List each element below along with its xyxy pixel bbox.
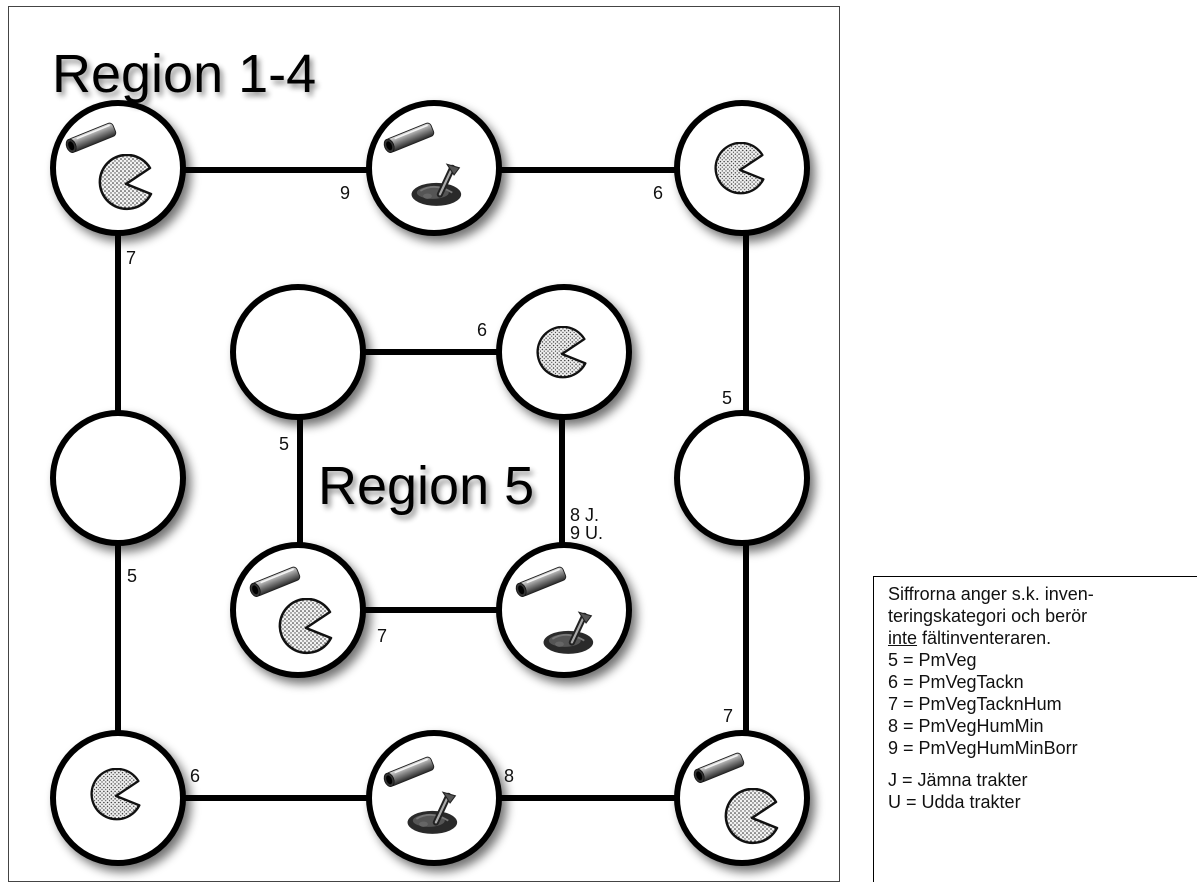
- inner-region-title: Region 5: [318, 456, 534, 516]
- plot-outer-top-right: [674, 100, 810, 236]
- legend-intro-line-2: teringskategori och berör: [888, 606, 1088, 626]
- plot-inner-bottom-right: [496, 542, 632, 678]
- legend-intro-underlined: inte: [888, 628, 918, 648]
- legend-intro-line-3: inte fältinventeraren.: [888, 627, 1197, 649]
- plot-outer-bottom-right: [674, 730, 810, 866]
- edge-label-outer-left-bottom: 5: [127, 566, 137, 586]
- legend-intro-rest: fältinventeraren.: [917, 628, 1052, 648]
- legend-box: Siffrorna anger s.k. inven- teringskateg…: [873, 576, 1197, 882]
- edge-label-inner-bottom: 7: [377, 626, 387, 646]
- legend-item: 7 = PmVegTacknHum: [888, 694, 1062, 714]
- legend-item: 8 = PmVegHumMin: [888, 716, 1044, 736]
- legend-intro-line-1: Siffrorna anger s.k. inven-: [888, 584, 1094, 604]
- edge-label-outer-bottom-left: 6: [190, 766, 200, 786]
- edge-label-inner-left: 5: [279, 434, 289, 454]
- legend-spacer: [888, 759, 1197, 769]
- plot-outer-top-middle: [366, 100, 502, 236]
- plot-inner-top-left: [230, 284, 366, 420]
- edge-label-outer-left-top: 7: [126, 248, 136, 268]
- plot-outer-bottom-left: [50, 730, 186, 866]
- plot-outer-middle-left: [50, 410, 186, 546]
- legend-note: J = Jämna trakter: [888, 770, 1028, 790]
- diagram-frame: [8, 6, 840, 882]
- legend-item: 9 = PmVegHumMinBorr: [888, 738, 1078, 758]
- edge-label-outer-right-top: 5: [722, 388, 732, 408]
- legend-item: 6 = PmVegTackn: [888, 672, 1024, 692]
- plot-inner-bottom-left: [230, 542, 366, 678]
- plot-outer-bottom-middle: [366, 730, 502, 866]
- edge-label-inner-right-line2: 9 U.: [570, 523, 603, 543]
- plot-outer-middle-right: [674, 410, 810, 546]
- edge-label-outer-bottom-right: 8: [504, 766, 514, 786]
- legend-item: 5 = PmVeg: [888, 650, 977, 670]
- plot-outer-top-left: [50, 100, 186, 236]
- edge-label-inner-top: 6: [477, 320, 487, 340]
- outer-region-title: Region 1-4: [52, 44, 316, 104]
- legend-note: U = Udda trakter: [888, 792, 1021, 812]
- plot-circles: [50, 100, 810, 866]
- plot-inner-top-right: [496, 284, 632, 420]
- edge-label-inner-right-line1: 8 J.: [570, 505, 599, 525]
- edge-label-outer-top-left: 9: [340, 183, 350, 203]
- edge-label-outer-top-right: 6: [653, 183, 663, 203]
- edge-label-outer-right-bottom: 7: [723, 706, 733, 726]
